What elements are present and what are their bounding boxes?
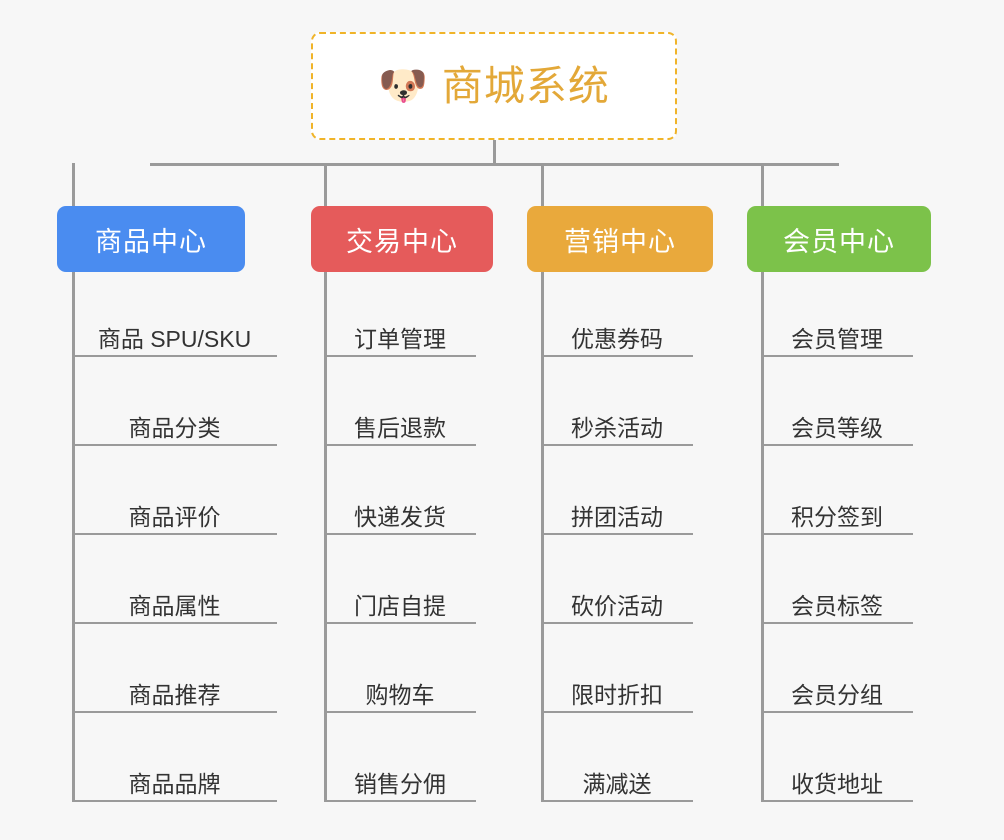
- leaf-item[interactable]: 会员管理: [761, 307, 913, 357]
- leaf-item-label: 商品属性: [128, 592, 221, 619]
- leaf-item-label: 拼团活动: [571, 503, 663, 530]
- branch-spine-marketing-center: [541, 272, 544, 802]
- connector-drop-member-center: [761, 163, 764, 206]
- leaf-item[interactable]: 销售分佣: [324, 752, 476, 802]
- leaf-item-label: 收货地址: [791, 770, 883, 797]
- leaf-item[interactable]: 会员等级: [761, 396, 913, 446]
- leaf-item[interactable]: 拼团活动: [541, 485, 693, 535]
- leaf-item[interactable]: 满减送: [541, 752, 693, 802]
- category-header-label: 交易中心: [346, 226, 458, 257]
- leaf-item[interactable]: 商品属性: [72, 574, 277, 624]
- leaf-item-label: 满减送: [582, 770, 652, 797]
- leaf-item-label: 积分签到: [791, 503, 883, 530]
- category-header-member-center[interactable]: 会员中心: [747, 206, 931, 272]
- leaf-item[interactable]: 商品推荐: [72, 663, 277, 713]
- leaf-item-label: 会员标签: [791, 592, 883, 619]
- leaf-item[interactable]: 商品分类: [72, 396, 277, 446]
- leaf-item[interactable]: 会员标签: [761, 574, 913, 624]
- leaf-item[interactable]: 限时折扣: [541, 663, 693, 713]
- leaf-item-label: 商品推荐: [128, 681, 221, 708]
- dog-face-icon: 🐶: [378, 64, 428, 108]
- leaf-item[interactable]: 商品评价: [72, 485, 277, 535]
- leaf-item[interactable]: 商品品牌: [72, 752, 277, 802]
- leaf-item[interactable]: 会员分组: [761, 663, 913, 713]
- leaf-item-label: 快递发货: [354, 503, 446, 530]
- leaf-item-label: 购物车: [365, 681, 435, 708]
- category-header-marketing-center[interactable]: 营销中心: [527, 206, 713, 272]
- leaf-item[interactable]: 售后退款: [324, 396, 476, 446]
- category-header-label: 商品中心: [95, 226, 207, 257]
- leaf-item-label: 会员管理: [791, 325, 883, 352]
- leaf-item[interactable]: 购物车: [324, 663, 476, 713]
- connector-drop-trade-center: [324, 163, 327, 206]
- leaf-item-label: 限时折扣: [571, 681, 663, 708]
- leaf-item-label: 订单管理: [354, 325, 446, 352]
- connector-bus: [150, 163, 839, 166]
- leaf-item-label: 商品品牌: [128, 770, 221, 797]
- connector-drop-product-center: [72, 163, 75, 206]
- category-header-trade-center[interactable]: 交易中心: [311, 206, 493, 272]
- branch-spine-member-center: [761, 272, 764, 802]
- leaf-item[interactable]: 收货地址: [761, 752, 913, 802]
- leaf-item[interactable]: 门店自提: [324, 574, 476, 624]
- root-node[interactable]: 🐶 商城系统: [311, 32, 677, 140]
- category-header-product-center[interactable]: 商品中心: [57, 206, 245, 272]
- category-header-label: 会员中心: [783, 226, 895, 257]
- leaf-item-label: 销售分佣: [354, 770, 446, 797]
- leaf-item[interactable]: 秒杀活动: [541, 396, 693, 446]
- leaf-item-label: 砍价活动: [571, 592, 663, 619]
- leaf-item-label: 优惠券码: [571, 325, 663, 352]
- leaf-item-label: 门店自提: [354, 592, 446, 619]
- category-header-label: 营销中心: [564, 226, 676, 257]
- leaf-item[interactable]: 砍价活动: [541, 574, 693, 624]
- leaf-item-label: 会员分组: [791, 681, 883, 708]
- leaf-item[interactable]: 积分签到: [761, 485, 913, 535]
- leaf-item[interactable]: 快递发货: [324, 485, 476, 535]
- root-connector-stub: [493, 140, 496, 164]
- branch-spine-product-center: [72, 272, 75, 802]
- leaf-item-label: 商品 SPU/SKU: [97, 325, 252, 352]
- branch-spine-trade-center: [324, 272, 327, 802]
- leaf-item[interactable]: 优惠券码: [541, 307, 693, 357]
- leaf-item[interactable]: 订单管理: [324, 307, 476, 357]
- page-title: 商城系统: [441, 62, 610, 109]
- leaf-item-label: 秒杀活动: [571, 414, 663, 441]
- leaf-item-label: 售后退款: [354, 414, 446, 441]
- leaf-item-label: 会员等级: [791, 414, 883, 441]
- leaf-item-label: 商品分类: [128, 414, 221, 441]
- connector-drop-marketing-center: [541, 163, 544, 206]
- leaf-item-label: 商品评价: [128, 503, 221, 530]
- leaf-item[interactable]: 商品 SPU/SKU: [72, 307, 277, 357]
